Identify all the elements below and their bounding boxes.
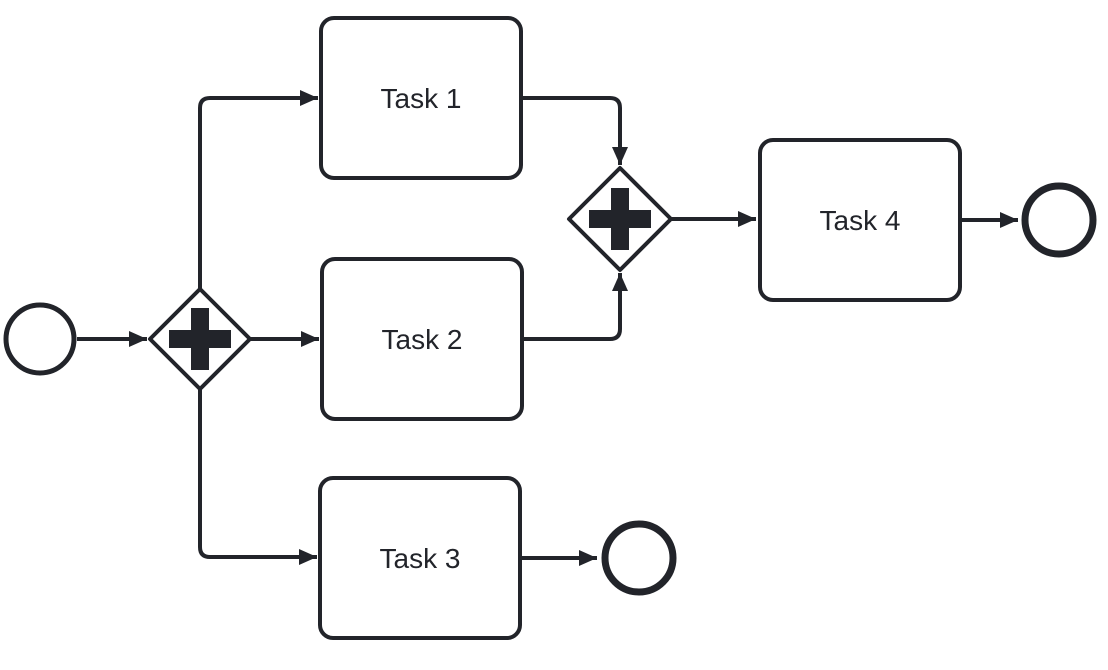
plus-icon	[589, 188, 651, 250]
parallel-gateway-split	[148, 287, 252, 391]
sequence-flow-task-1-to-join	[521, 96, 628, 165]
task-1-box	[319, 16, 523, 180]
task-1: Task 1	[319, 16, 523, 180]
task-2: Task 2	[320, 257, 524, 421]
task-3: Task 3	[318, 476, 522, 640]
plus-icon	[169, 308, 231, 370]
end-event-branch	[601, 520, 677, 596]
parallel-gateway-join	[567, 166, 673, 272]
start-event	[3, 302, 77, 376]
end-event-main	[1021, 182, 1097, 258]
task-4-label: Task 4	[820, 205, 901, 236]
start-event-circle	[3, 302, 77, 376]
sequence-flow-task-2-to-join	[522, 273, 628, 341]
task-1-label: Task 1	[381, 83, 462, 114]
task-2-box	[320, 257, 524, 421]
task-4: Task 4	[758, 138, 962, 302]
task-3-box	[318, 476, 522, 640]
sequence-flow-split-to-task-1	[198, 90, 318, 289]
end-event-circle	[1021, 182, 1097, 258]
task-4-box	[758, 138, 962, 302]
sequence-flow-split-to-task-3	[198, 389, 317, 565]
end-event-circle	[601, 520, 677, 596]
task-2-label: Task 2	[382, 324, 463, 355]
task-3-label: Task 3	[380, 543, 461, 574]
